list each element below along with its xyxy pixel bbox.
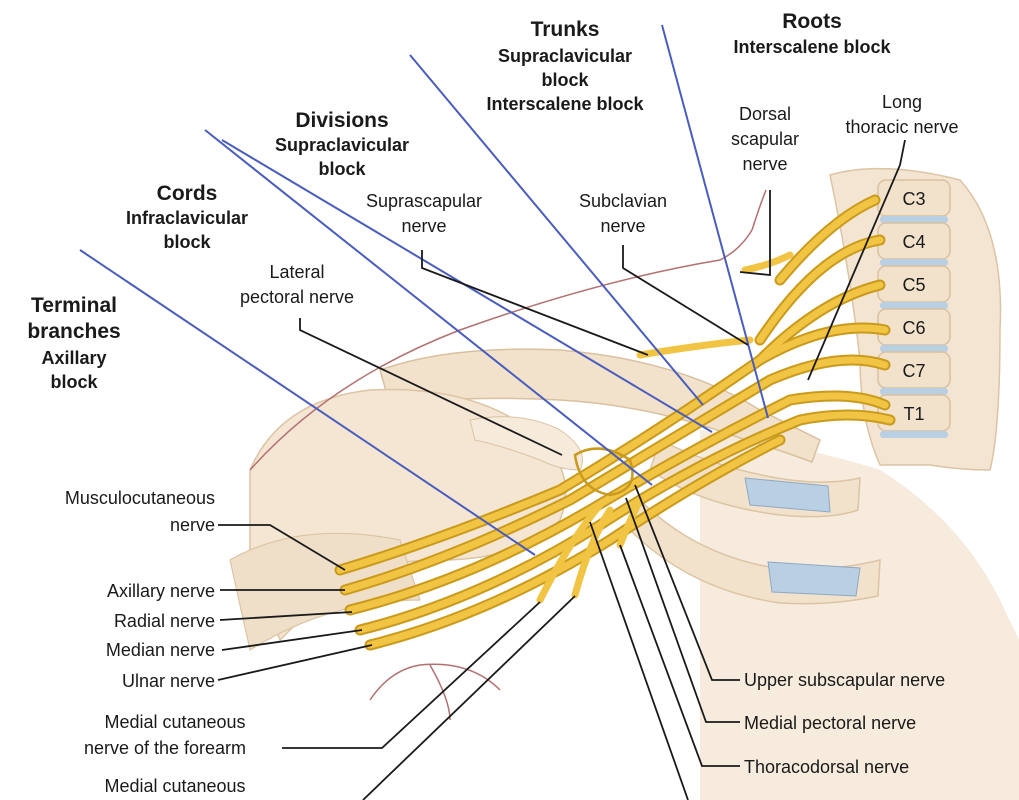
intervertebral-disc: [880, 216, 948, 223]
vertebra-label: C4: [902, 232, 925, 252]
trunks-block-line-3: Interscalene block: [486, 94, 644, 114]
heading-terminal-branches: Terminal branches Axillary block: [27, 294, 120, 392]
lateral-pectoral-line-1: Lateral: [269, 262, 324, 282]
intervertebral-disc: [880, 302, 948, 309]
label-medial-pectoral-nerve: Medial pectoral nerve: [744, 713, 916, 733]
label-subclavian: Subclavian nerve: [579, 191, 667, 236]
roots-title: Roots: [782, 10, 842, 33]
label-ulnar-nerve: Ulnar nerve: [122, 671, 215, 691]
medial-cutaneous-forearm-line-1: Medial cutaneous: [104, 712, 245, 732]
vertebra-label: C6: [902, 318, 925, 338]
vertebra-label: C5: [902, 275, 925, 295]
label-thoracodorsal-nerve: Thoracodorsal nerve: [744, 757, 909, 777]
leader-suprascapular: [422, 250, 648, 355]
dorsal-scapular-line-1: Dorsal: [739, 104, 791, 124]
label-median-nerve: Median nerve: [106, 640, 215, 660]
terminal-block-line-2: block: [50, 372, 98, 392]
subclavian-line-2: nerve: [600, 216, 645, 236]
intervertebral-disc: [880, 431, 948, 438]
divisions-block-line-2: block: [318, 159, 366, 179]
dorsal-scapular-line-3: nerve: [742, 154, 787, 174]
musculocutaneous-line-1: Musculocutaneous: [65, 488, 215, 508]
trunks-title: Trunks: [531, 18, 600, 41]
heading-cords: Cords Infraclavicular block: [126, 182, 248, 252]
vertebra-label: T1: [903, 404, 924, 424]
terminal-title-line-2: branches: [27, 320, 120, 343]
heading-roots: Roots Interscalene block: [733, 10, 891, 57]
cords-title: Cords: [157, 182, 218, 205]
label-dorsal-scapular: Dorsal scapular nerve: [731, 104, 799, 174]
label-medial-cutaneous-forearm: Medial cutaneous nerve of the forearm: [84, 712, 246, 758]
vertebra-c5: C5: [878, 266, 950, 309]
intervertebral-disc: [880, 388, 948, 395]
divisions-title: Divisions: [295, 109, 388, 132]
suprascapular-line-2: nerve: [401, 216, 446, 236]
vertebra-c7: C7: [878, 352, 950, 395]
trunks-block-line-2: block: [541, 70, 589, 90]
intervertebral-disc: [880, 259, 948, 266]
vertebra-c3: C3: [878, 180, 950, 223]
divisions-block-line-1: Supraclavicular: [275, 135, 409, 155]
medial-cutaneous-forearm-line-2: nerve of the forearm: [84, 738, 246, 758]
trunks-block-line-1: Supraclavicular: [498, 46, 632, 66]
suprascapular-line-1: Suprascapular: [366, 191, 482, 211]
lateral-pectoral-line-2: pectoral nerve: [240, 287, 354, 307]
heading-trunks: Trunks Supraclavicular block Interscalen…: [486, 18, 644, 114]
guide-roots: [662, 25, 768, 418]
intervertebral-disc: [880, 345, 948, 352]
label-axillary-nerve: Axillary nerve: [107, 581, 215, 601]
roots-block: Interscalene block: [733, 37, 891, 57]
long-thoracic-line-1: Long: [882, 92, 922, 112]
subclavian-line-1: Subclavian: [579, 191, 667, 211]
label-suprascapular: Suprascapular nerve: [366, 191, 482, 236]
label-radial-nerve: Radial nerve: [114, 611, 215, 631]
label-upper-subscapular-nerve: Upper subscapular nerve: [744, 670, 945, 690]
label-lateral-pectoral: Lateral pectoral nerve: [240, 262, 354, 307]
terminal-title-line-1: Terminal: [31, 294, 117, 317]
leader-median: [222, 630, 362, 650]
musculocutaneous-line-2: nerve: [170, 515, 215, 535]
leader-medial-cutaneous: [363, 596, 575, 800]
label-long-thoracic: Long thoracic nerve: [845, 92, 958, 137]
heading-divisions: Divisions Supraclavicular block: [275, 109, 409, 179]
leader-subclavian: [623, 245, 748, 345]
vertebra-label: C7: [902, 361, 925, 381]
label-musculocutaneous: Musculocutaneous nerve: [65, 488, 215, 535]
vertebra-label: C3: [902, 189, 925, 209]
cords-block-line-2: block: [163, 232, 211, 252]
terminal-block-line-1: Axillary: [41, 348, 106, 368]
leader-ulnar: [218, 645, 372, 680]
vertebra-c4: C4: [878, 223, 950, 266]
long-thoracic-line-2: thoracic nerve: [845, 117, 958, 137]
cords-block-line-1: Infraclavicular: [126, 208, 248, 228]
label-medial-cutaneous: Medial cutaneous: [104, 776, 245, 796]
dorsal-scapular-line-2: scapular: [731, 129, 799, 149]
leader-medial-cutaneous-forearm: [282, 602, 540, 748]
